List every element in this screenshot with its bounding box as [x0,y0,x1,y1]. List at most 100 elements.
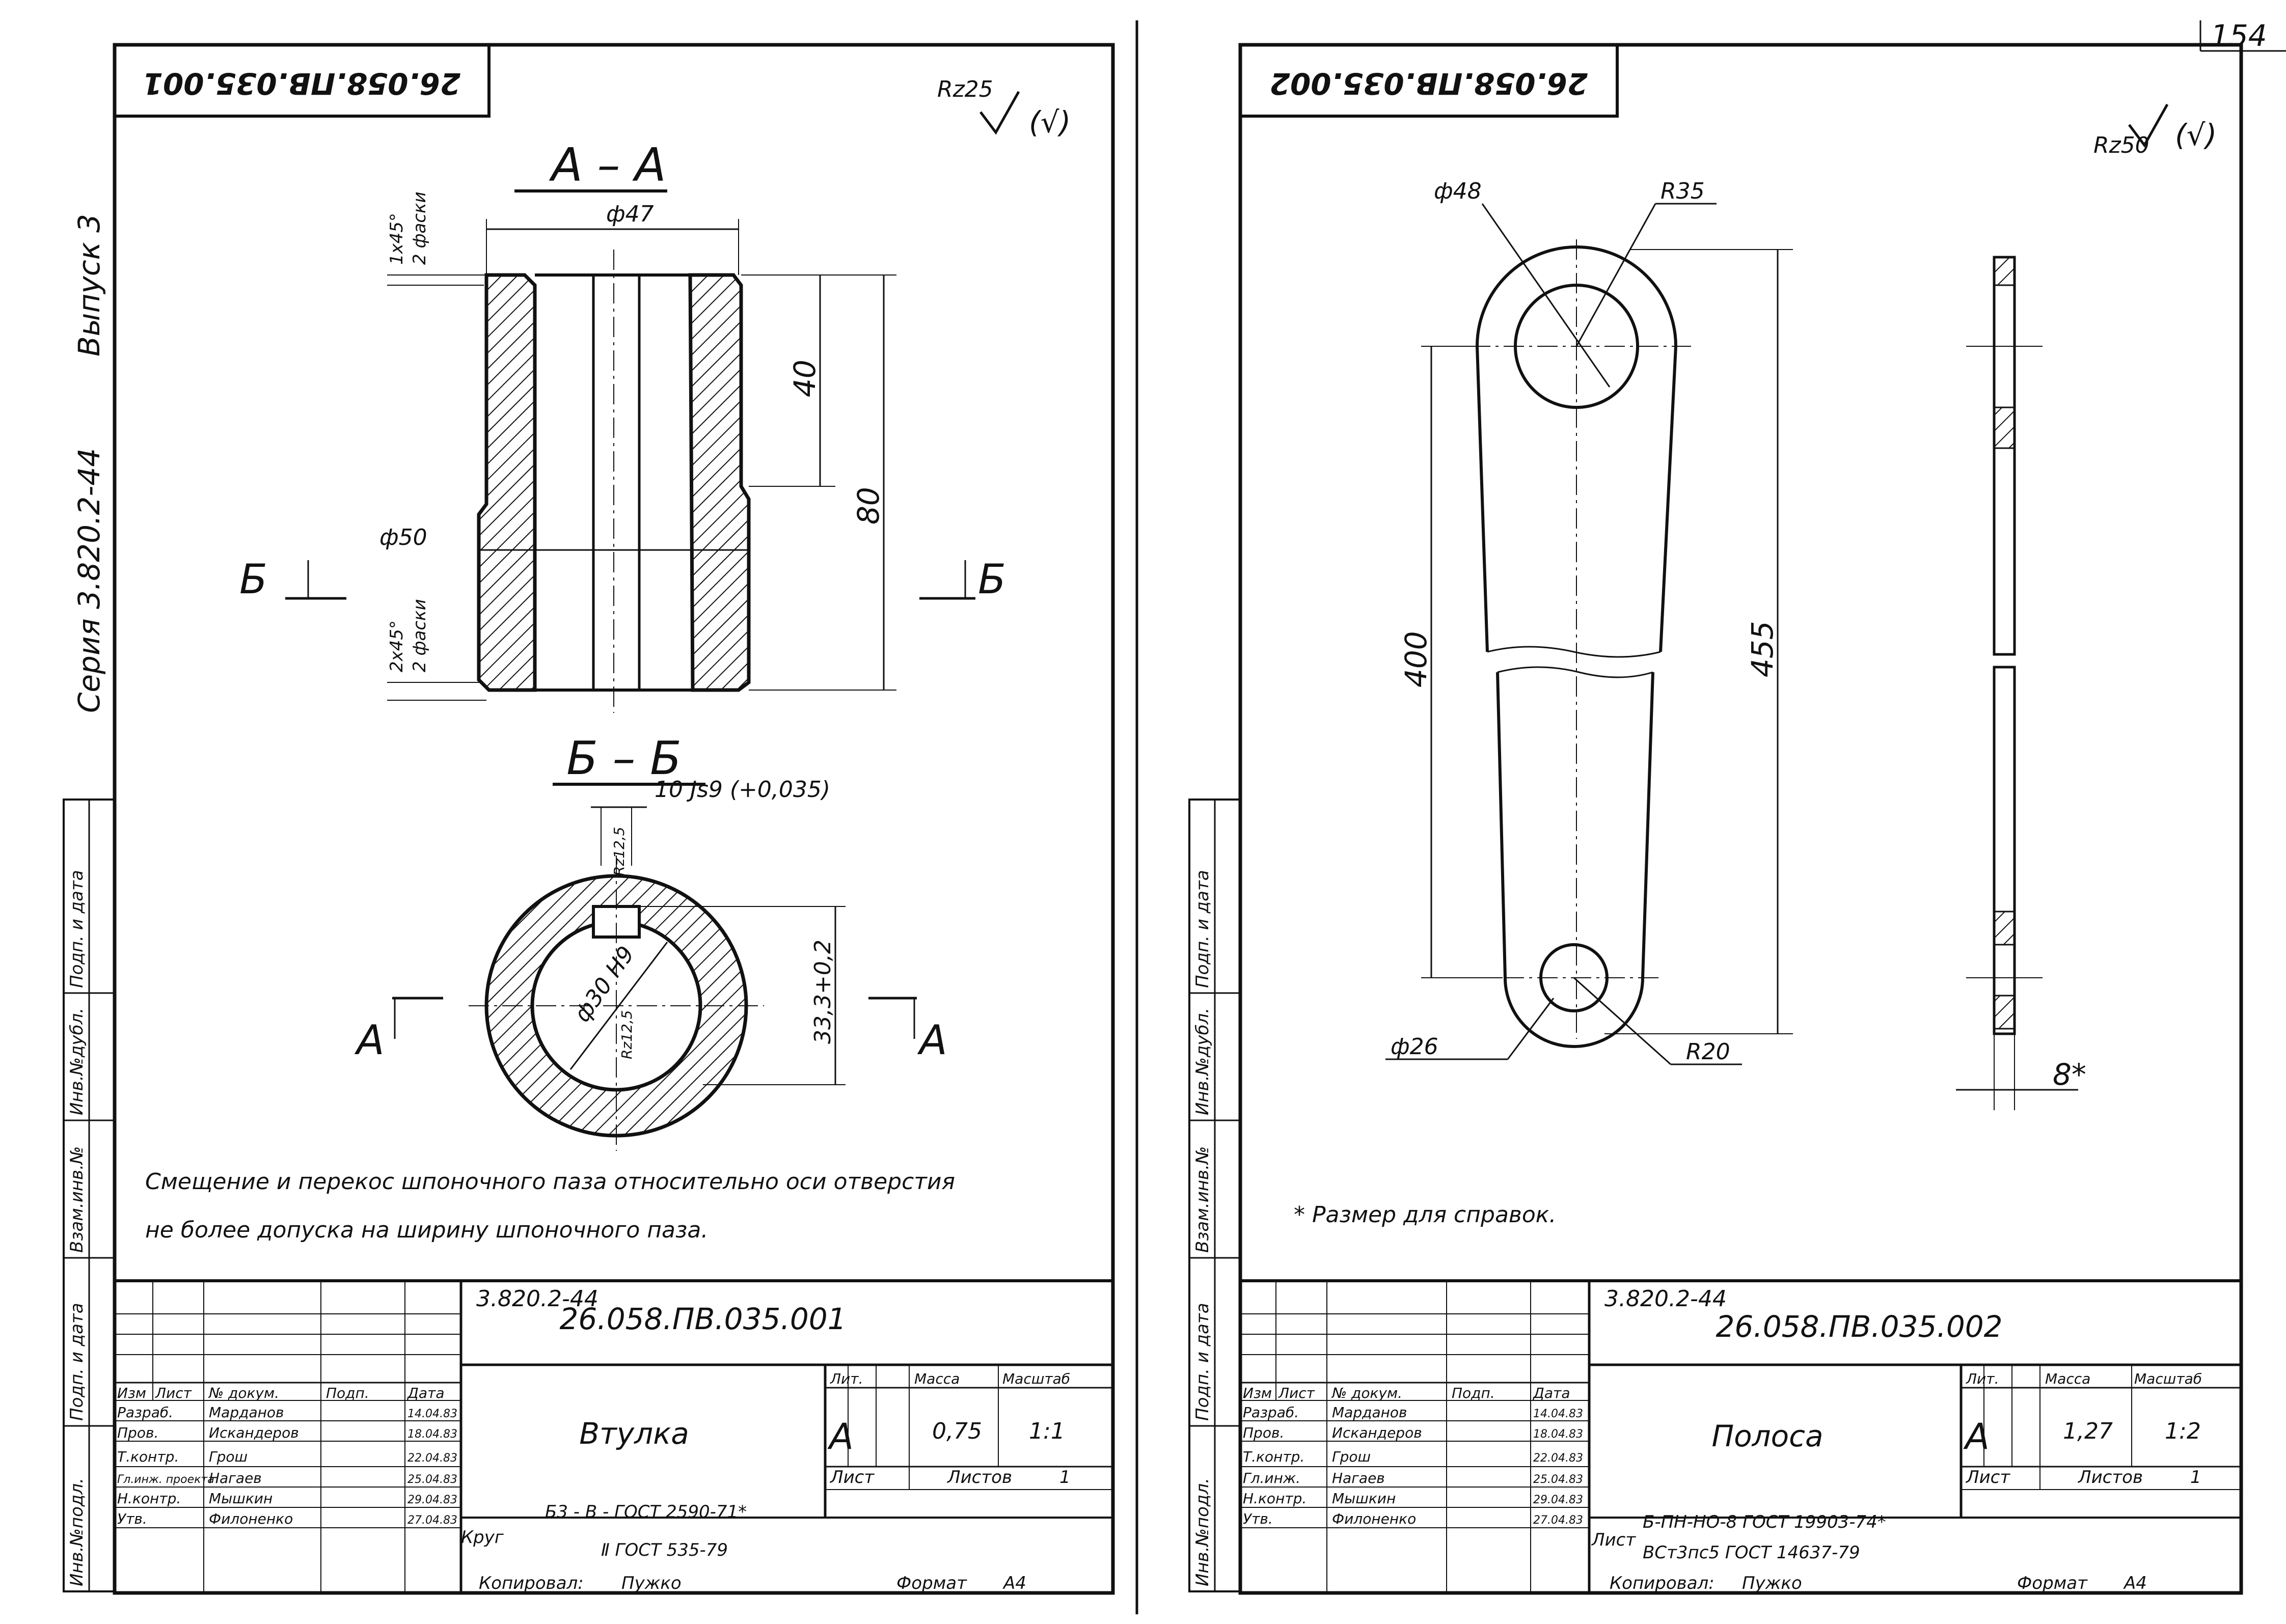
right-row-role: Гл.инж. [1243,1470,1300,1487]
right-roughness: Rz50 [2093,132,2149,158]
right-row-name: Марданов [1332,1404,1407,1421]
stamp-field-4: Подп. и дата [67,1303,87,1421]
left-material-line2: Ⅱ ГОСТ 535-79 [601,1540,728,1560]
chamfer-top-note: 2 фаски [410,191,430,265]
right-row-date: 22.04.83 [1533,1452,1583,1465]
chamfer-bottom-note: 2 фаски [410,599,430,672]
left-copied-by: Пужко [621,1573,682,1593]
left-row-date: 22.04.83 [407,1452,457,1465]
dim-r20: R20 [1686,1039,1730,1065]
left-hdr-date: Дата [406,1385,445,1401]
r-stamp-field-5: Инв.№подл. [1192,1478,1213,1586]
dim-h40: 40 [787,360,822,397]
left-hdr-list: Лист [155,1385,192,1401]
left-row-name: Искандеров [209,1424,299,1441]
r-stamp-field-4: Подп. и дата [1192,1303,1213,1421]
right-sheet-frame [1238,43,2243,1595]
right-sheet-label: Лист [1965,1467,2010,1488]
left-title-block: 3.820.2-44 26.058.ПВ.035.001 Втулка Изм … [115,1279,1113,1593]
left-row-date: 14.04.83 [407,1408,457,1420]
right-row-role: Пров. [1243,1424,1284,1441]
left-mass-label: Масса [914,1370,960,1387]
dim-d26: ф26 [1391,1034,1438,1060]
right-row-date: 25.04.83 [1533,1473,1583,1486]
left-row-role: Т.контр. [117,1448,179,1465]
left-doc-code: 26.058.ПВ.035.001 [559,1302,846,1336]
left-row-name: Нагаев [209,1470,262,1487]
rz125-bore: Rz12,5 [618,1010,635,1060]
right-doc-series: 3.820.2-44 [1604,1286,1727,1312]
right-doc-name: Полоса [1711,1419,1823,1453]
cut-a-right: А [917,1016,947,1064]
issue-label: Выпуск 3 [72,214,106,356]
dim-len455: 455 [1745,621,1780,677]
dim-r35: R35 [1661,178,1705,204]
left-hdr-doc: № докум. [208,1385,279,1401]
stamp-field-3: Взам.инв.№ [67,1146,87,1253]
right-mass: 1,27 [2063,1418,2113,1444]
left-roughness: Rz25 [937,76,993,102]
left-sheet: 26.058.ПВ.035.001 Rz25 (√) А – А ф47 1x4… [113,43,1071,1243]
left-hdr-sign: Подп. [326,1385,369,1401]
left-roughness-bracket: (√) [1029,105,1071,140]
right-scale: 1:2 [2165,1418,2201,1444]
keyway-dim: 10 Js9 (+0,035) [655,777,830,803]
left-scale: 1:1 [1029,1418,1065,1444]
right-lit-label: Лит. [1966,1370,1999,1387]
section-aa-label: А – А [549,139,666,192]
stamp-field-5: Инв.№подл. [67,1478,87,1586]
dim-h80: 80 [851,487,886,525]
left-row-name: Грош [209,1448,248,1465]
right-row-name: Искандеров [1332,1424,1422,1441]
right-row-date: 14.04.83 [1533,1408,1583,1420]
left-row-role: Н.контр. [117,1490,181,1507]
cut-a-left: А [354,1016,385,1064]
left-row-role: Разраб. [117,1404,173,1421]
right-hdr-sign: Подп. [1452,1385,1495,1401]
r-stamp-field-1: Подп. и дата [1192,870,1213,988]
right-material-prefix: Лист [1591,1530,1636,1550]
dim-d50: ф50 [379,525,427,550]
strip-lower [1496,672,1654,1048]
side-stamp: Серия 3.820.2-44 Выпуск 3 Подп. и дата И… [63,214,116,1592]
dim-d48: ф48 [1434,178,1482,204]
r-stamp-field-3: Взам.инв.№ [1192,1146,1213,1253]
left-row-name: Филоненко [209,1510,293,1527]
right-row-role: Разраб. [1243,1404,1299,1421]
cut-b-right: Б [978,556,1006,603]
left-hdr-izm: Изм [117,1385,146,1401]
left-scale-label: Масштаб [1002,1370,1070,1387]
rz125-top: Rz12,5 [611,827,628,876]
right-hdr-izm: Изм [1243,1385,1272,1401]
right-hdr-list: Лист [1278,1385,1315,1401]
left-lit-label: Лит. [830,1370,863,1387]
left-sheets-label: Листов [946,1467,1012,1488]
r-stamp-field-2: Инв.№дубл. [1192,1008,1213,1115]
left-doc-name: Втулка [579,1416,689,1451]
right-row-role: Т.контр. [1243,1448,1304,1465]
left-sheets: 1 [1059,1467,1071,1488]
left-note-line1: Смещение и перекос шпоночного паза относ… [145,1169,955,1195]
chamfer-bottom: 2x45° [387,620,407,672]
right-mass-label: Масса [2045,1370,2090,1387]
right-scale-label: Масштаб [2134,1370,2202,1387]
right-roughness-bracket: (√) [2175,118,2217,152]
right-format: А4 [2123,1573,2147,1593]
left-material-line1: Б3 - В - ГОСТ 2590-71* [545,1502,747,1522]
left-mass: 0,75 [932,1418,982,1444]
right-material-line1: Б-ПН-НО-8 ГОСТ 19903-74* [1643,1512,1886,1532]
right-sheets: 1 [2190,1467,2201,1488]
left-doc-series: 3.820.2-44 [476,1286,598,1312]
page-number: 154 [2211,18,2267,53]
left-row-name: Марданов [209,1404,284,1421]
dim-thk: 8* [2053,1057,2086,1092]
left-note-line2: не более допуска на ширину шпоночного па… [145,1217,708,1243]
left-format: А4 [1002,1573,1026,1593]
series-label: Серия 3.820.2-44 [72,448,106,713]
bushing-wall-right [688,273,751,692]
left-row-date: 25.04.83 [407,1473,457,1486]
right-material-line2: ВСт3пс5 ГОСТ 14637-79 [1643,1543,1860,1563]
right-format-label: Формат [2017,1573,2088,1593]
depth-dim: 33,3+0,2 [810,940,836,1044]
